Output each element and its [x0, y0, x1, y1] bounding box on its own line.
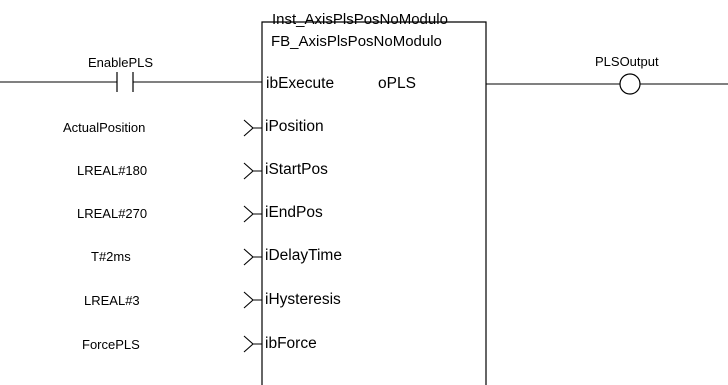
block-type-name: FB_AxisPlsPosNoModulo [271, 33, 442, 50]
input-arrow [243, 291, 262, 309]
pin-opls: oPLS [378, 75, 416, 92]
pin-iposition: iPosition [265, 118, 324, 135]
pin-ihysteresis: iHysteresis [265, 291, 341, 308]
input-arrow [243, 335, 262, 353]
input-variable[interactable]: ActualPosition [63, 120, 146, 135]
input-arrow [243, 162, 262, 180]
contact-label: EnablePLS [88, 55, 154, 70]
coil-symbol[interactable] [619, 73, 641, 95]
input-arrow [243, 119, 262, 137]
pin-iendpos: iEndPos [265, 204, 323, 221]
input-arrow [243, 205, 262, 223]
pin-istartpos: iStartPos [265, 161, 328, 178]
pin-ibforce: ibForce [265, 335, 317, 352]
pin-idelaytime: iDelayTime [265, 247, 342, 264]
input-variable[interactable]: T#2ms [91, 249, 131, 264]
input-variable[interactable]: LREAL#270 [77, 206, 148, 221]
contact-symbol[interactable] [116, 72, 134, 92]
input-arrow [243, 248, 262, 266]
input-variable[interactable]: LREAL#180 [77, 163, 148, 178]
block-instance-name: Inst_AxisPlsPosNoModulo [272, 11, 448, 28]
coil-label: PLSOutput [595, 54, 659, 69]
pin-ibexecute: ibExecute [266, 75, 335, 92]
function-block-outline [261, 21, 487, 385]
input-variable[interactable]: ForcePLS [82, 337, 140, 352]
input-variable[interactable]: LREAL#3 [84, 293, 140, 308]
